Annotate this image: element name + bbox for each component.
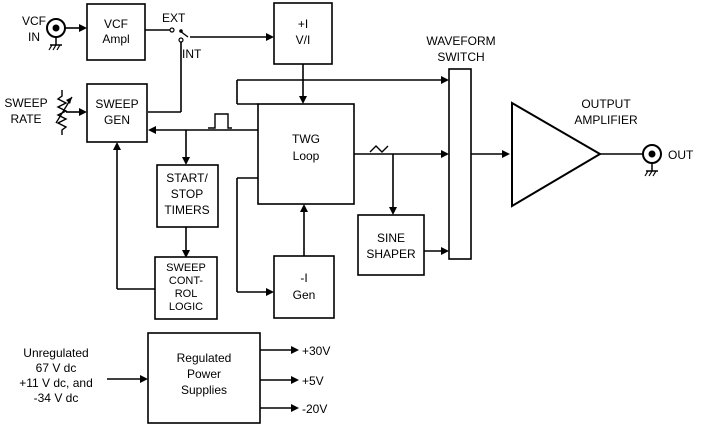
- start-stop-line-3: TIMERS: [164, 203, 209, 217]
- regulated-power-supplies-block: [147, 332, 261, 424]
- vcf-ampl-subtitle: Ampl: [102, 32, 129, 46]
- vcf-ampl-block: [86, 3, 146, 61]
- sine-shaper-line-1: SINE: [377, 231, 405, 245]
- sweep-control-line-2: CONT-: [169, 275, 204, 287]
- twg-loop-subtitle: Loop: [293, 149, 320, 163]
- vcf-in-label-line-2: IN: [28, 30, 40, 44]
- power-line-1: Regulated: [177, 351, 232, 365]
- minus-i-subtitle: Gen: [293, 288, 316, 302]
- start-stop-line-2: STOP: [171, 187, 203, 201]
- vcf-in-connector-icon: [46, 18, 66, 51]
- output-amplifier-label-line-1: OUTPUT: [581, 97, 631, 111]
- minus-i-gen-block: [273, 255, 335, 319]
- waveform-switch-label-line-1: WAVEFORM: [426, 34, 495, 48]
- unregulated-line-3: +11 V dc, and: [19, 376, 93, 390]
- ext-label: EXT: [162, 11, 186, 25]
- output-amplifier-label-line-2: AMPLIFIER: [574, 113, 638, 127]
- sweep-gen-title: SWEEP: [95, 97, 138, 111]
- int-label: INT: [182, 47, 202, 61]
- twg-loop-block: [257, 103, 355, 205]
- output-amplifier-triangle: [511, 101, 602, 208]
- int-terminal-icon: [178, 37, 184, 43]
- vcf-in-label-line-1: VCF: [22, 14, 46, 28]
- start-stop-line-1: START/: [166, 171, 208, 185]
- sweep-control-line-4: LOGIC: [169, 301, 203, 313]
- start-stop-timers-block: [156, 164, 219, 228]
- minus-i-title: -I: [300, 271, 307, 285]
- output-connector-icon[interactable]: [642, 144, 662, 177]
- power-line-2: Power: [187, 367, 221, 381]
- twg-loop-title: TWG: [292, 132, 320, 146]
- sine-shaper-line-2: SHAPER: [366, 247, 416, 261]
- plus-i-title: +I: [298, 17, 308, 31]
- triangle-wave-icon: [369, 145, 389, 153]
- sweep-rate-label-line-1: SWEEP: [4, 96, 47, 110]
- unregulated-line-1: Unregulated: [23, 346, 88, 360]
- unregulated-line-2: 67 V dc: [36, 361, 77, 375]
- rail-plus-30v: +30V: [302, 344, 330, 358]
- plus-i-subtitle: V/I: [296, 33, 311, 47]
- unregulated-line-4: -34 V dc: [34, 391, 79, 405]
- sweep-control-logic-block: [154, 256, 218, 320]
- power-line-3: Supplies: [181, 383, 227, 397]
- sweep-gen-subtitle: GEN: [104, 113, 130, 127]
- sweep-control-line-3: ROL: [175, 288, 198, 300]
- rail-plus-5v: +5V: [302, 374, 324, 388]
- ext-terminal-icon: [169, 27, 175, 33]
- vcf-ampl-title: VCF: [104, 17, 128, 31]
- rail-minus-20v: -20V: [302, 402, 327, 416]
- sweep-rate-potentiometer-icon[interactable]: [55, 90, 73, 135]
- out-label: OUT: [668, 148, 694, 162]
- waveform-switch-label-line-2: SWITCH: [437, 50, 484, 64]
- sine-shaper-block: [357, 214, 425, 276]
- square-wave-icon: [208, 113, 232, 129]
- waveform-switch-block: [448, 68, 472, 260]
- plus-i-vi-block: [273, 2, 333, 65]
- sweep-control-line-1: SWEEP: [166, 262, 206, 274]
- sweep-rate-label-line-2: RATE: [10, 112, 41, 126]
